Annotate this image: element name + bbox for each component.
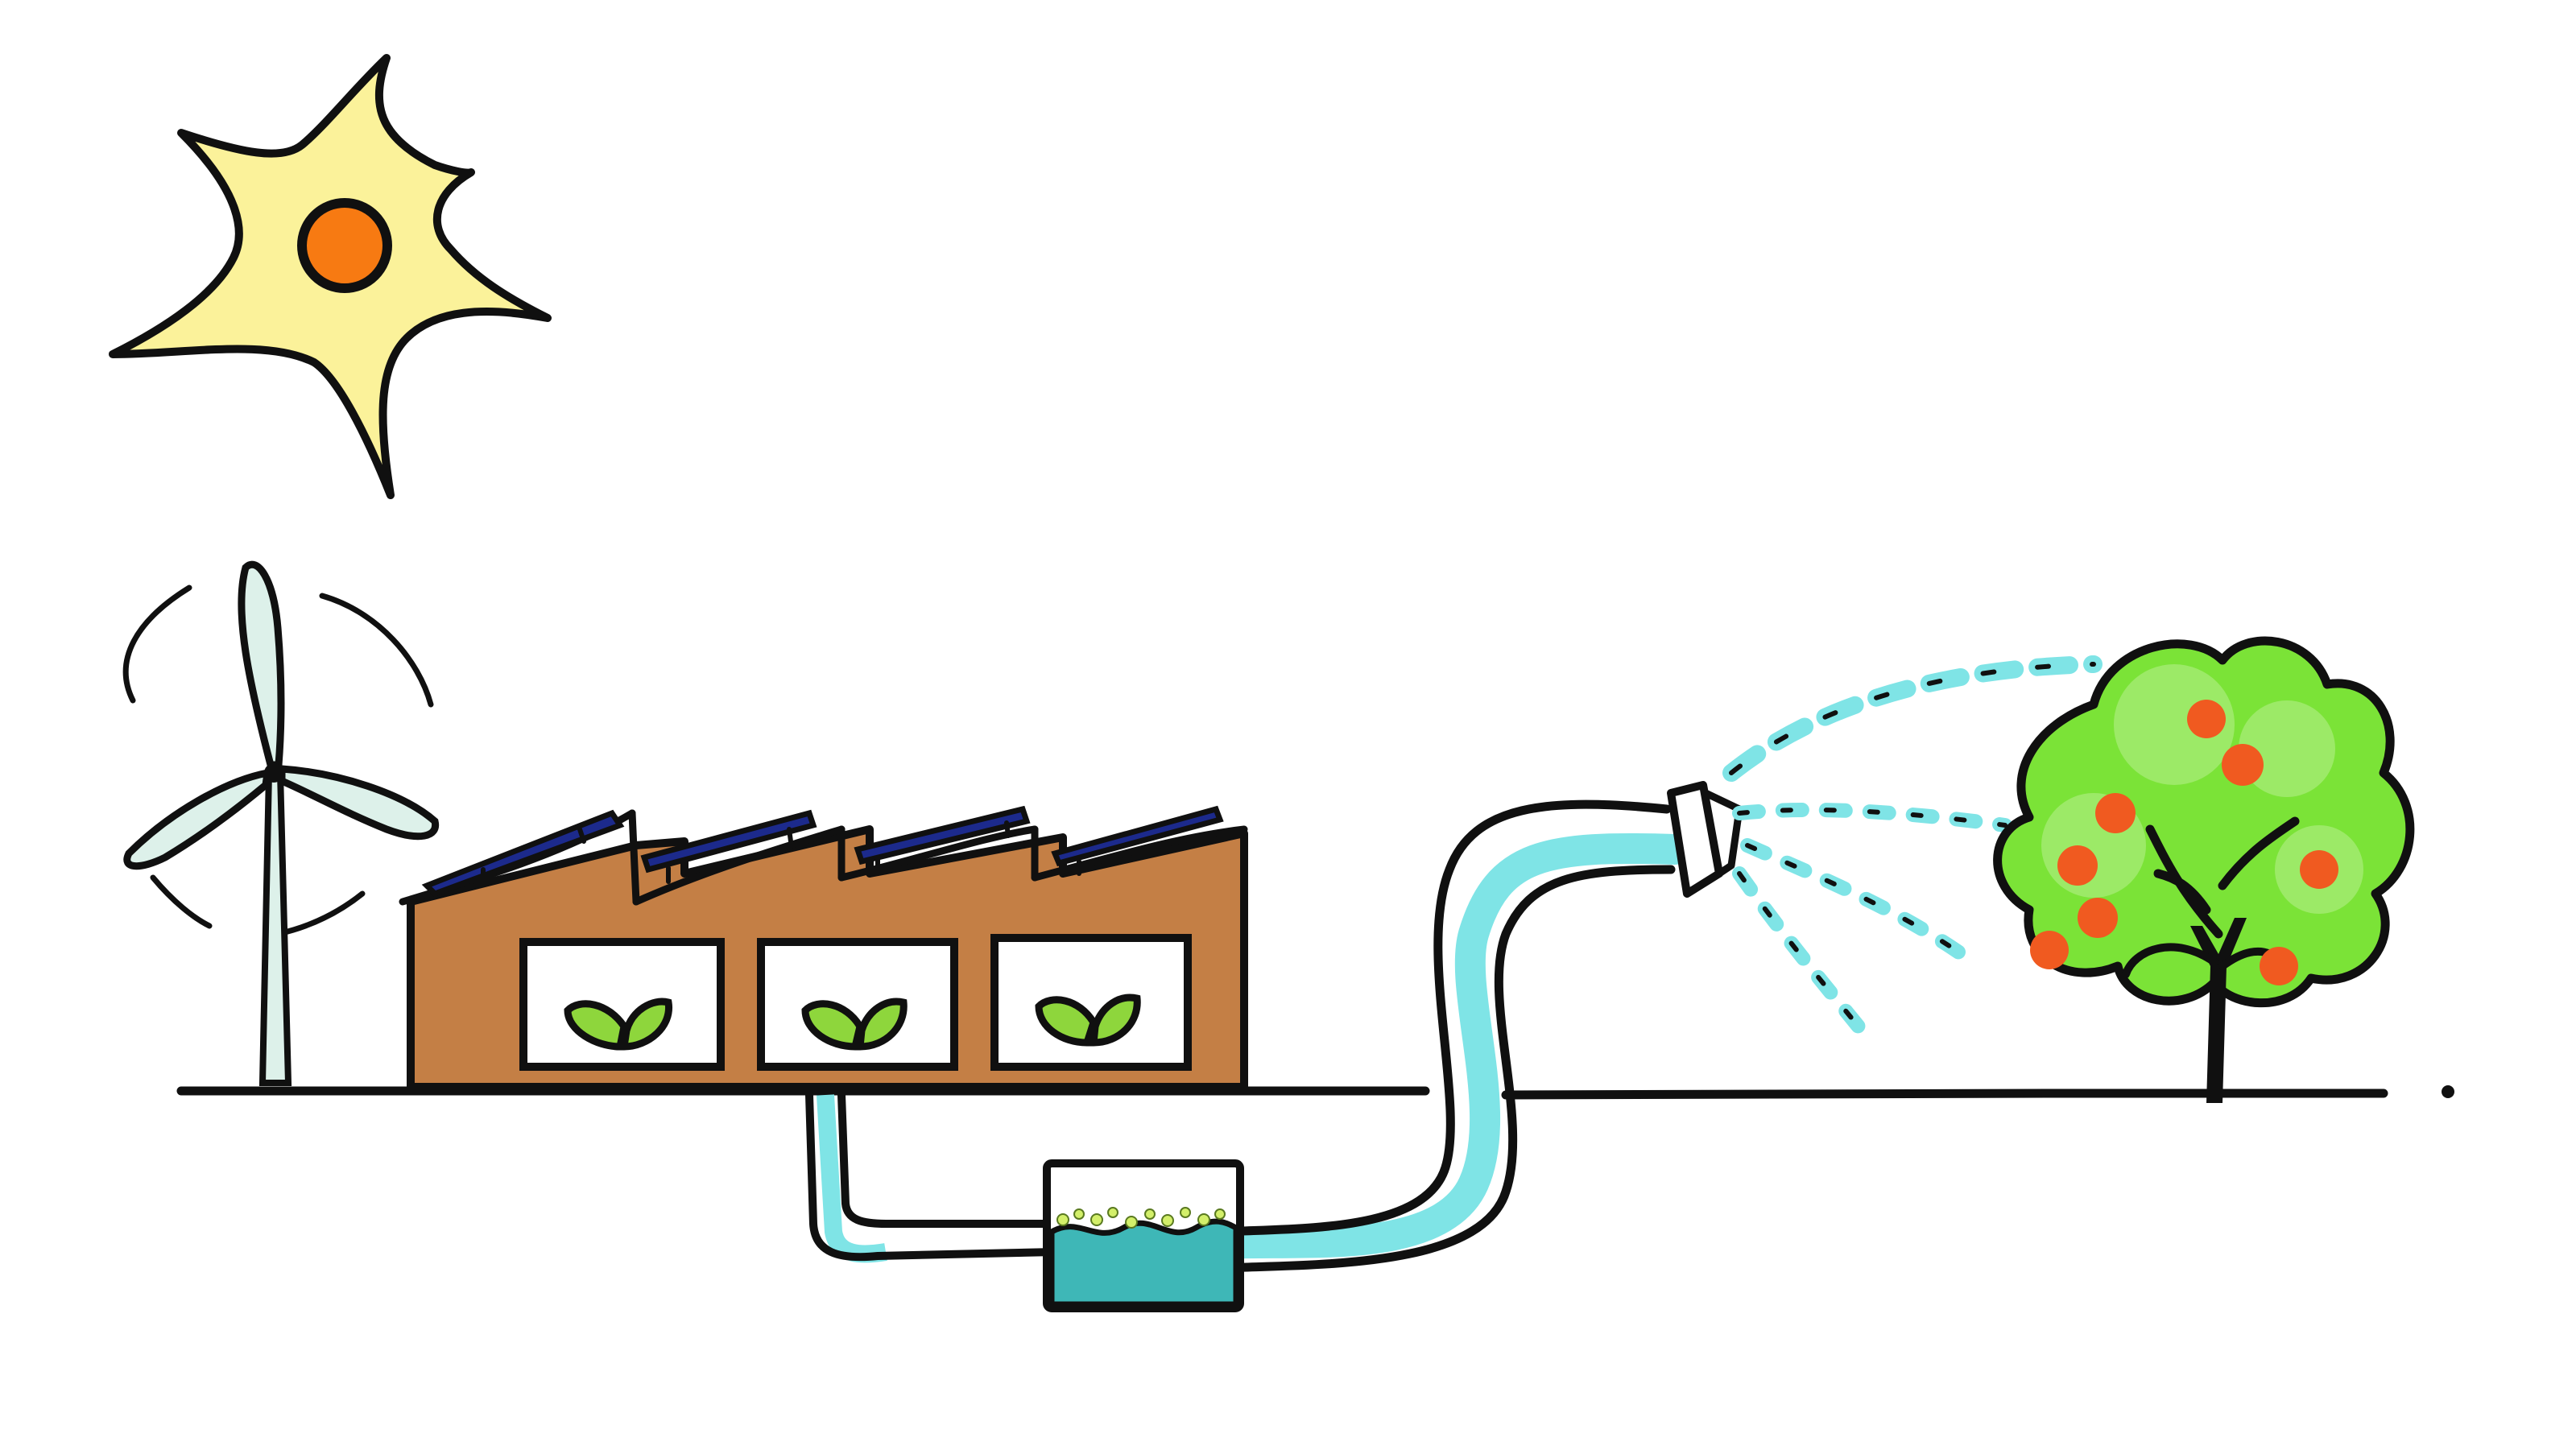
hose-icon: [805, 781, 1743, 1273]
ground-dot: [2442, 1085, 2454, 1098]
nozzle: [1667, 781, 1723, 898]
sun-core-icon: [297, 198, 392, 293]
canopy-highlights: [2041, 664, 2363, 914]
sun-icon: [109, 54, 552, 499]
sprout-icon: [564, 998, 672, 1051]
factory-icon: [399, 809, 1248, 1091]
fruit-tree-icon: [1993, 636, 2415, 1103]
ground-line: [176, 1086, 2388, 1100]
solar-panel-icon: [1051, 805, 1224, 876]
factory-window: [519, 938, 725, 1071]
sprout-icon: [1035, 994, 1141, 1047]
water-tank-icon: [1043, 1159, 1244, 1312]
solar-panel-icon: [640, 809, 817, 884]
sprout-icon: [801, 998, 908, 1051]
solar-panel-icon: [421, 809, 625, 898]
fruit-icon: [2030, 700, 2338, 985]
factory-window: [990, 934, 1192, 1071]
factory-window: [757, 938, 958, 1071]
solar-panel-icon: [854, 805, 1031, 876]
algae-bubbles: [1056, 1207, 1226, 1229]
water-spray-icon: [1722, 655, 2103, 1046]
wind-turbine-icon: [122, 560, 440, 1086]
